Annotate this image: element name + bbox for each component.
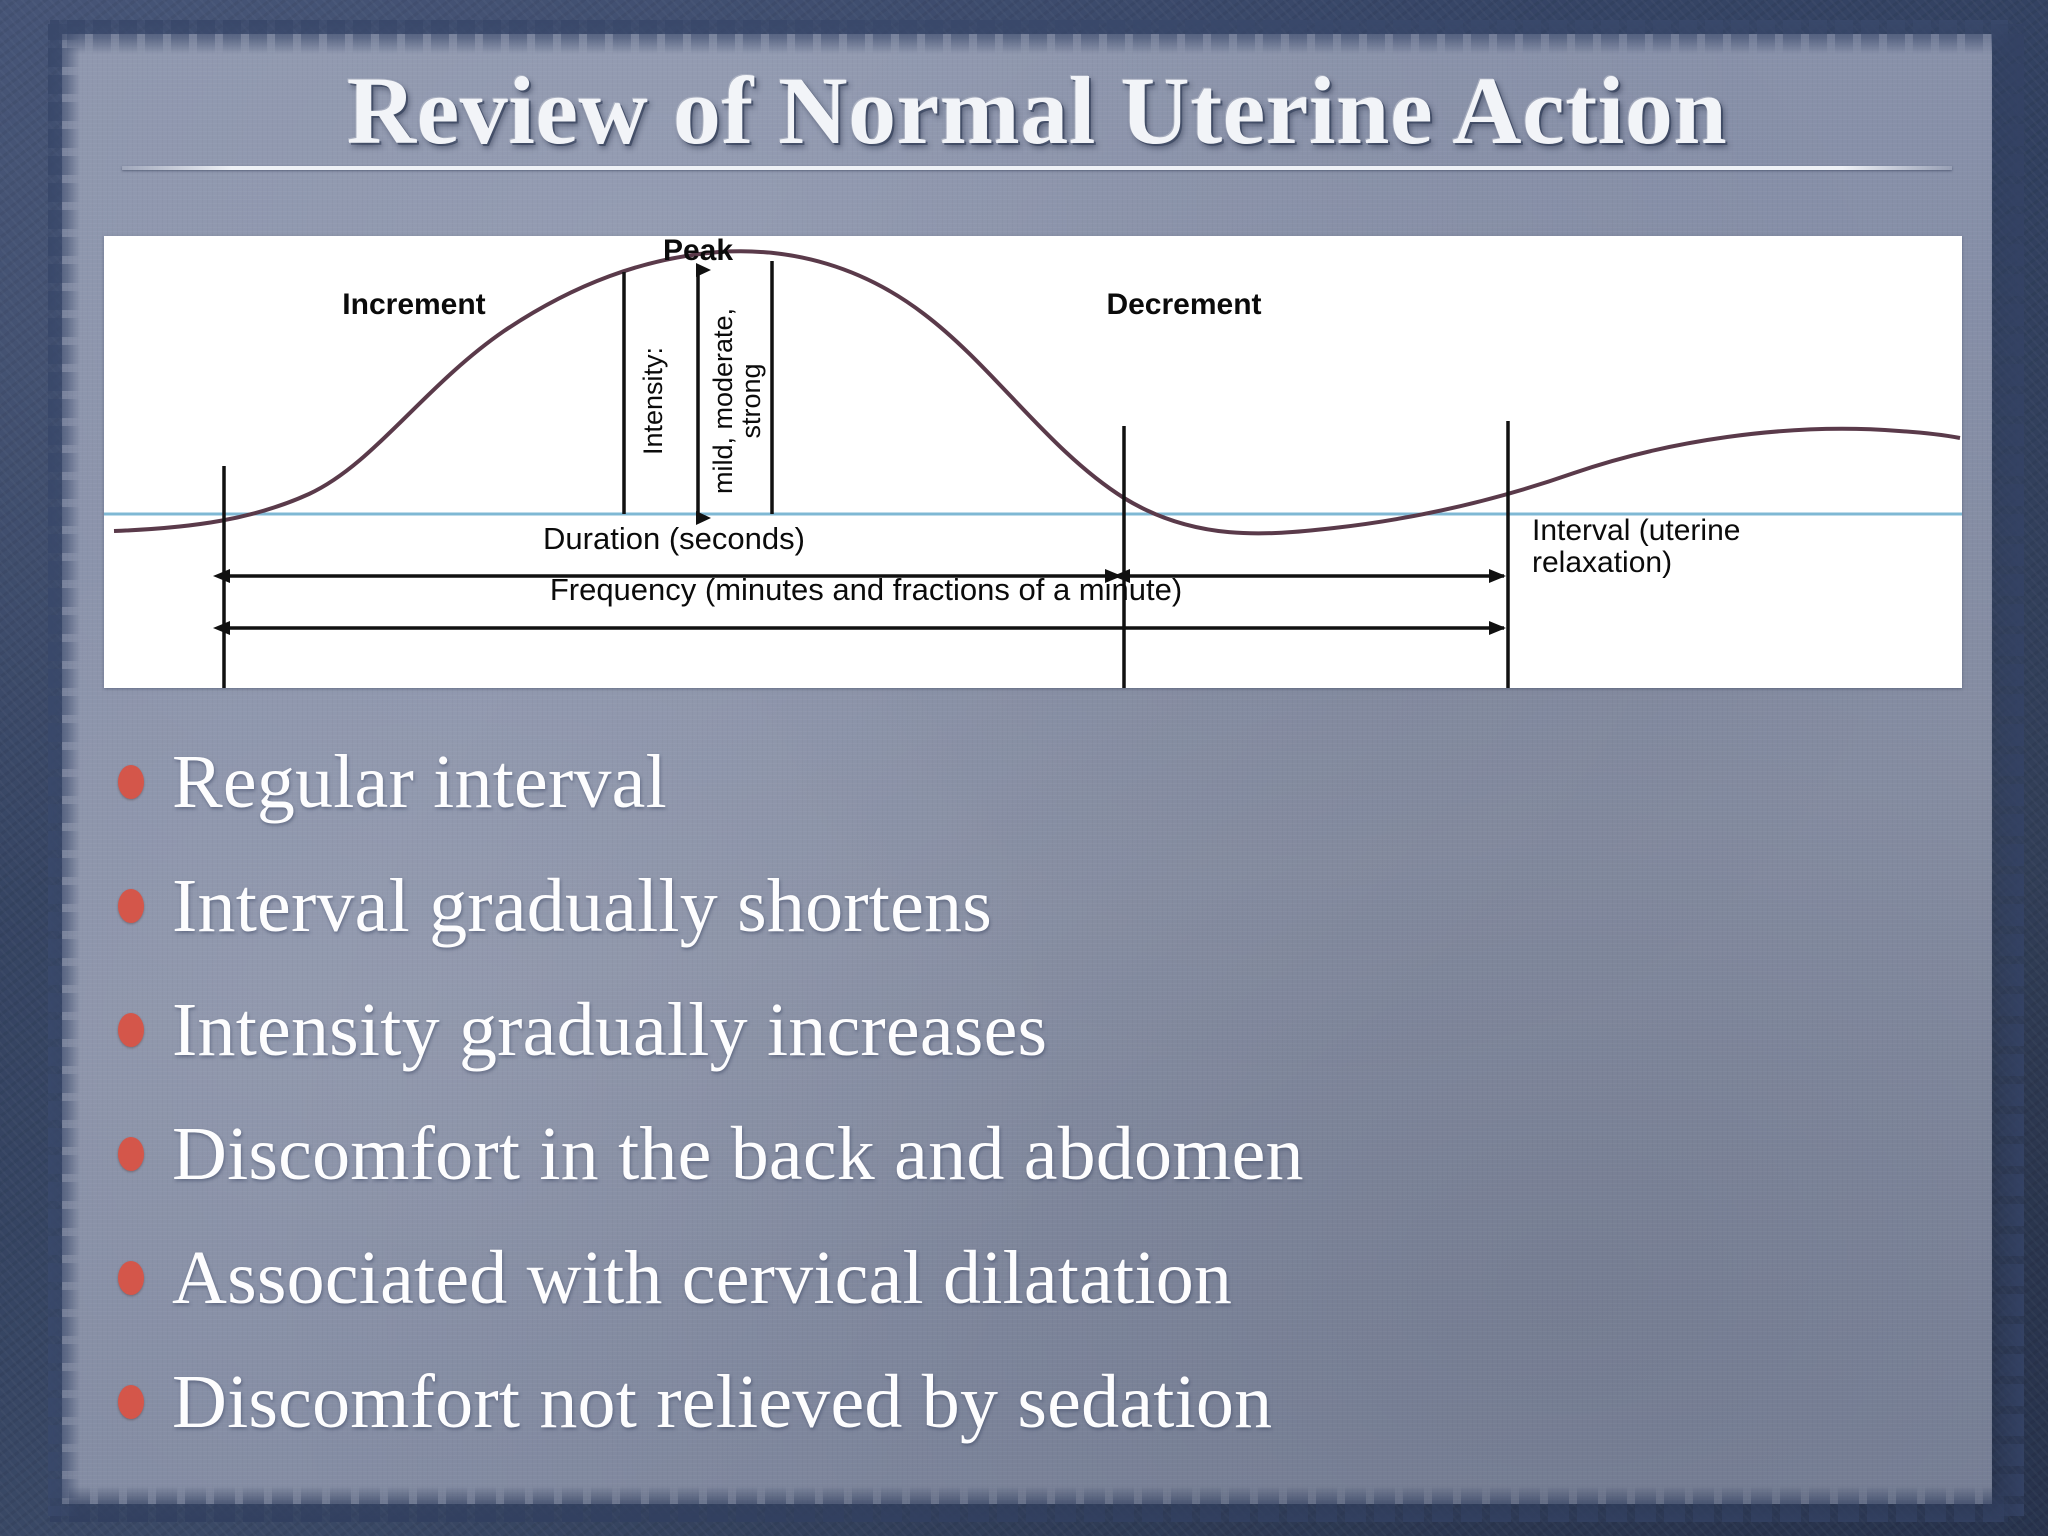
- list-item: Regular interval: [118, 720, 1918, 844]
- bullet-dot-icon: [118, 1013, 144, 1047]
- title-underline: [122, 165, 1952, 170]
- bullet-text: Discomfort in the back and abdomen: [172, 1112, 1304, 1196]
- bullet-dot-icon: [118, 889, 144, 923]
- list-item: Intensity gradually increases: [118, 968, 1918, 1092]
- decrement-label: Decrement: [1106, 288, 1261, 321]
- list-item: Associated with cervical dilatation: [118, 1216, 1918, 1340]
- interval-label-line1: Interval (uterine: [1532, 514, 1740, 547]
- bullet-text: Associated with cervical dilatation: [172, 1236, 1233, 1320]
- bullet-list: Regular interval Interval gradually shor…: [118, 720, 1918, 1464]
- bullet-text: Discomfort not relieved by sedation: [172, 1360, 1273, 1444]
- paper-deckle-right-edge: [1990, 24, 2024, 1516]
- bullet-dot-icon: [118, 765, 144, 799]
- bullet-text: Interval gradually shortens: [172, 864, 993, 948]
- page-title-text: Review of Normal Uterine Action: [346, 57, 1728, 164]
- bullet-text: Intensity gradually increases: [172, 988, 1048, 1072]
- intensity-levels-label: mild, moderate,: [708, 308, 738, 494]
- frequency-label: Frequency (minutes and fractions of a mi…: [550, 572, 1182, 607]
- contraction-curve-svg: Peak Increment Decrement Intensity: mild…: [104, 236, 1962, 688]
- bullet-dot-icon: [118, 1385, 144, 1419]
- list-item: Interval gradually shortens: [118, 844, 1918, 968]
- page-title: Review of Normal Uterine Action: [122, 62, 1952, 170]
- interval-label-line2: relaxation): [1532, 546, 1672, 579]
- list-item: Discomfort in the back and abdomen: [118, 1092, 1918, 1216]
- intensity-label: Intensity:: [638, 347, 668, 455]
- duration-label: Duration (seconds): [543, 521, 805, 556]
- peak-label: Peak: [663, 236, 733, 267]
- bullet-dot-icon: [118, 1261, 144, 1295]
- intensity-levels-label-2: strong: [736, 363, 766, 438]
- contraction-curve-path: [113, 249, 1961, 536]
- increment-label: Increment: [342, 288, 485, 321]
- uterine-contraction-diagram: Peak Increment Decrement Intensity: mild…: [104, 236, 1962, 688]
- bullet-text: Regular interval: [172, 740, 667, 824]
- bullet-dot-icon: [118, 1137, 144, 1171]
- list-item: Discomfort not relieved by sedation: [118, 1340, 1918, 1464]
